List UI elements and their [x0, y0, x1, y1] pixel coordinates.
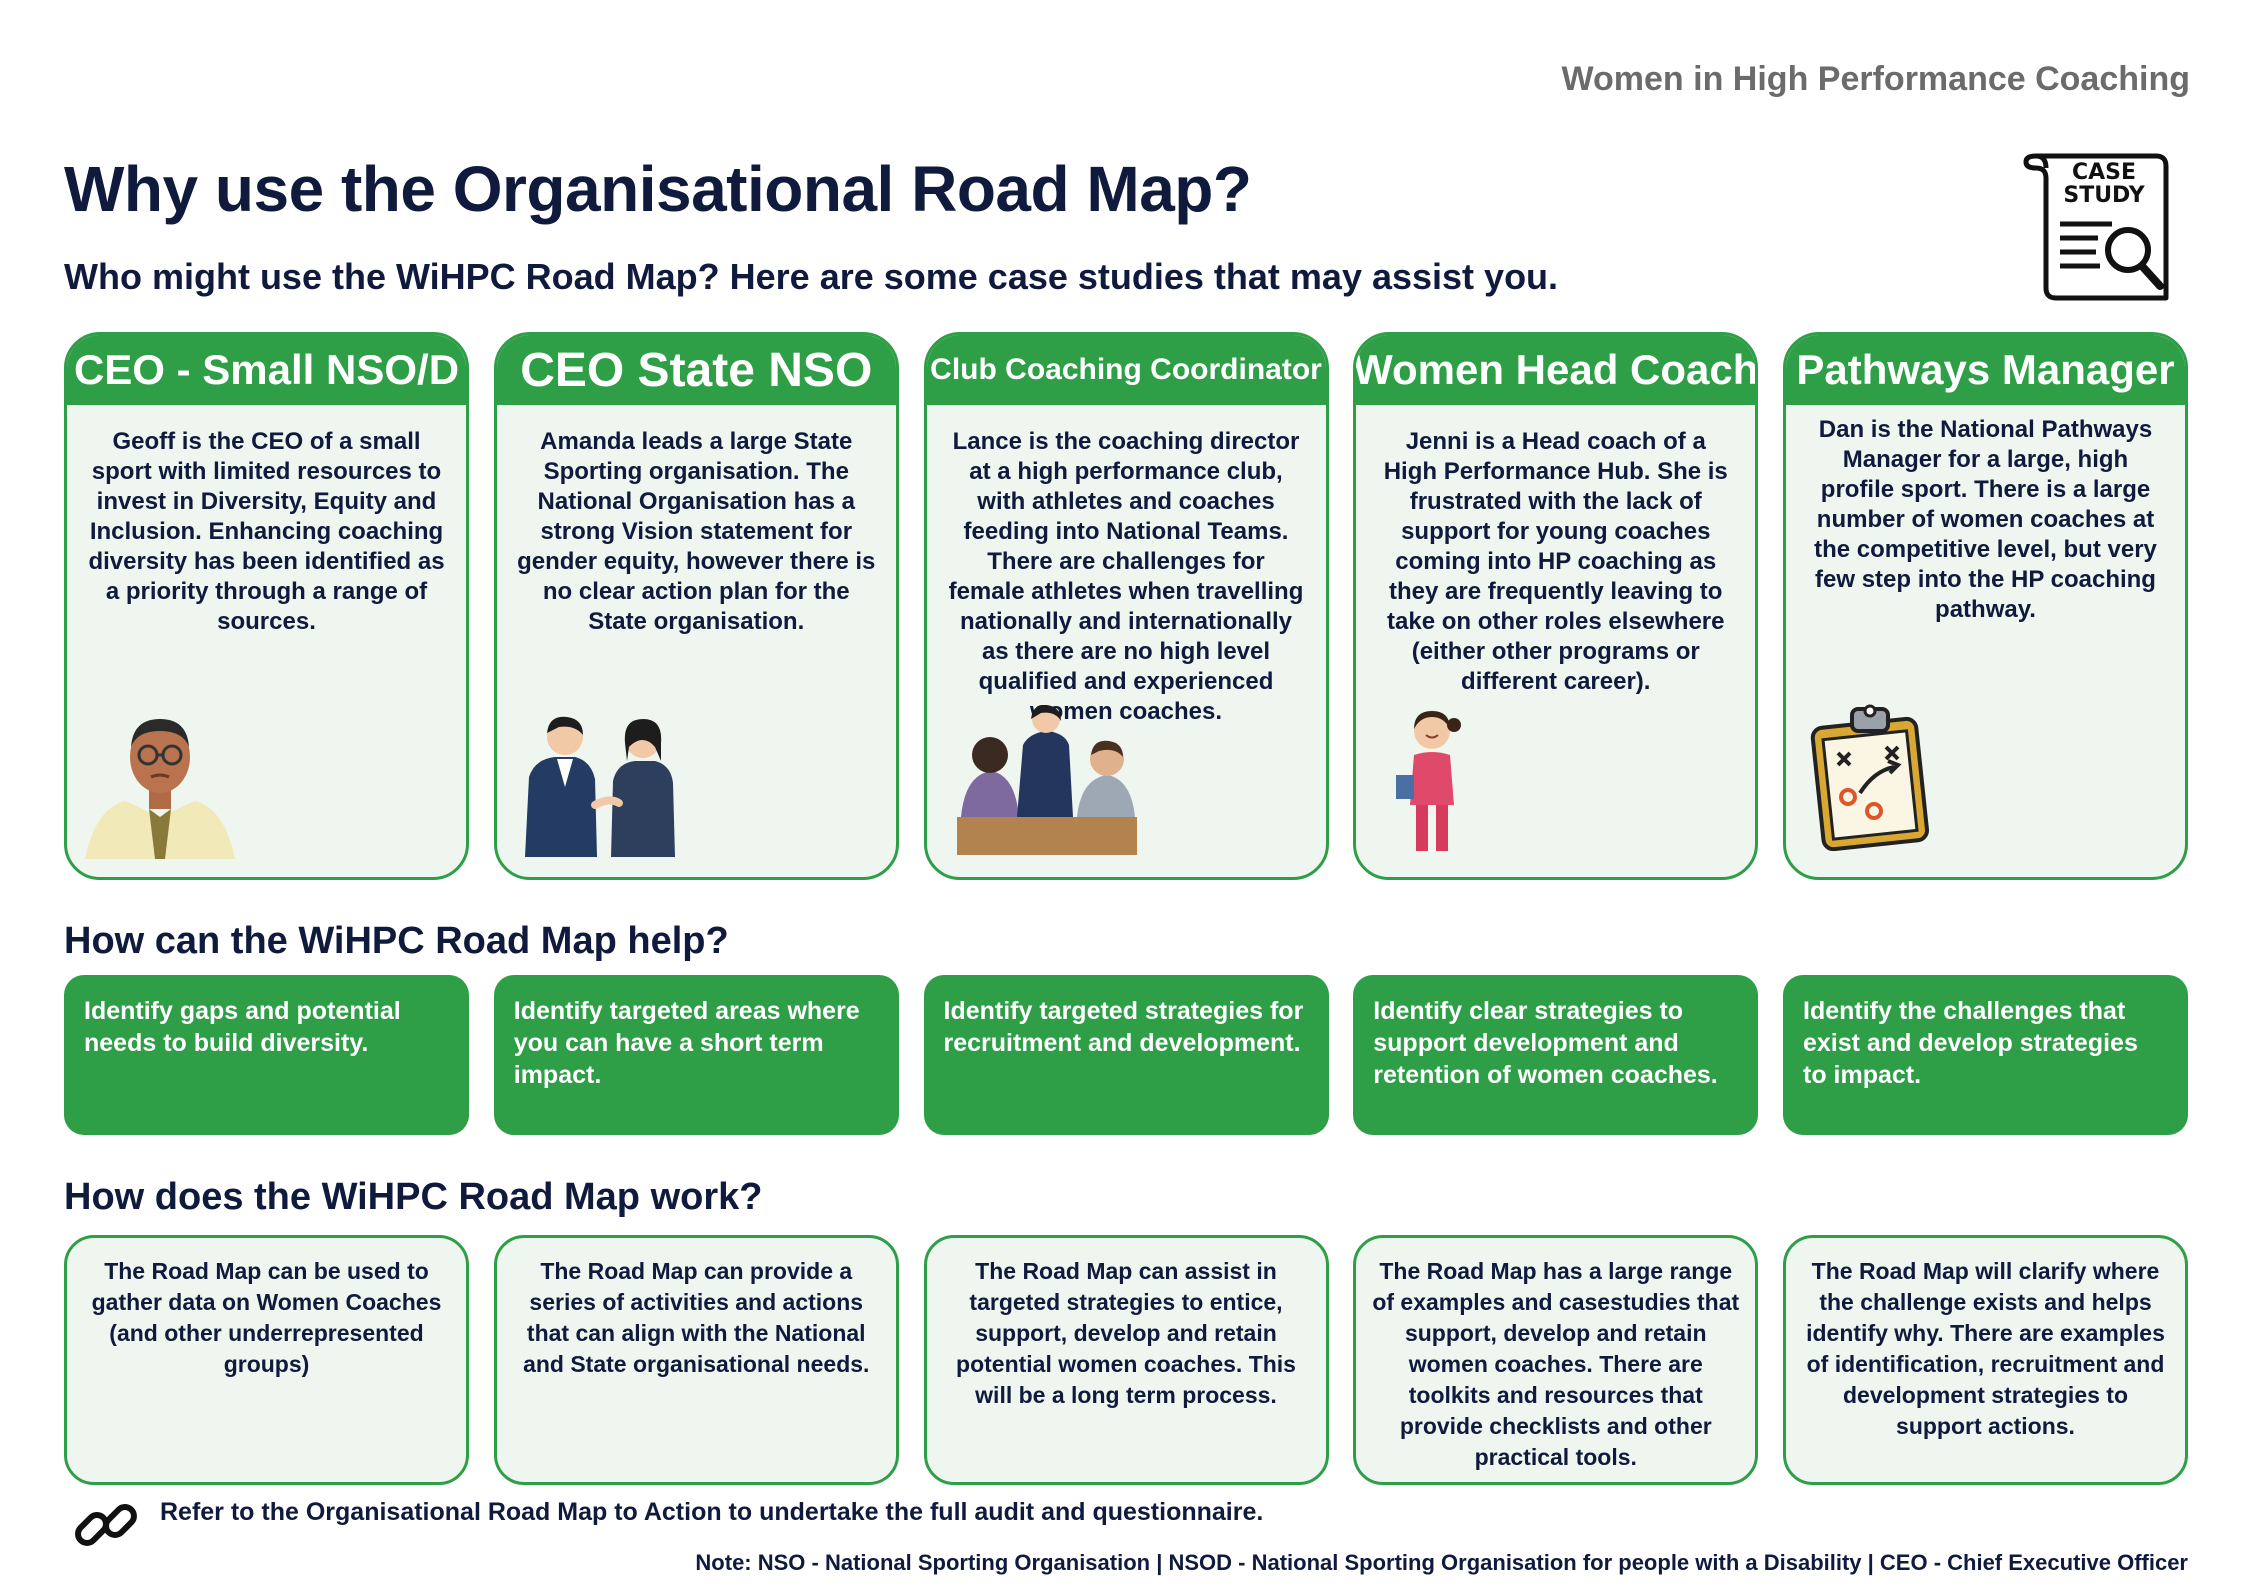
business-people-illustration	[524, 716, 675, 857]
help-section-heading: How can the WiHPC Road Map help?	[64, 920, 729, 962]
brand-title: Women in High Performance Coaching	[1561, 60, 2190, 98]
help-boxes: Identify gaps and potential needs to bui…	[64, 975, 2188, 1135]
footnote: Note: NSO - National Sporting Organisati…	[695, 1550, 2188, 1575]
svg-text:STUDY: STUDY	[2063, 183, 2145, 208]
help-box: Identify the challenges that exist and d…	[1783, 975, 2188, 1135]
case-card-heading: Club Coaching Coordinator	[926, 335, 1326, 405]
case-card-pathways-manager: Pathways Manager Dan is the National Pat…	[1783, 332, 2188, 880]
svg-text:CASE: CASE	[2072, 160, 2136, 185]
help-box: Identify targeted strategies for recruit…	[923, 975, 1329, 1135]
case-card-women-head-coach: Women Head Coach Jenni is a Head coach o…	[1353, 332, 1759, 880]
case-study-icon: CASE STUDY	[2023, 153, 2169, 301]
help-box: Identify gaps and potential needs to bui…	[64, 975, 469, 1135]
case-card-heading: CEO - Small NSO/D	[67, 335, 466, 405]
meeting-illustration	[956, 705, 1137, 855]
work-box: The Road Map has a large range of exampl…	[1353, 1235, 1759, 1485]
case-card-heading: Pathways Manager	[1786, 335, 2185, 405]
help-box: Identify targeted areas where you can ha…	[493, 975, 899, 1135]
case-card-ceo-small-nso: CEO - Small NSO/D Geoff is the CEO of a …	[64, 332, 469, 880]
case-card-ceo-state-nso: CEO State NSO Amanda leads a large State…	[493, 332, 899, 880]
refer-text: Refer to the Organisational Road Map to …	[160, 1498, 1264, 1526]
work-box: The Road Map can assist in targeted stra…	[923, 1235, 1329, 1485]
tactics-clipboard-icon	[1810, 704, 1929, 851]
case-study-cards: CEO - Small NSO/D Geoff is the CEO of a …	[64, 332, 2188, 880]
case-card-heading: Women Head Coach	[1356, 335, 1756, 405]
case-card-body: Jenni is a Head coach of a High Performa…	[1383, 428, 1728, 695]
help-box: Identify clear strategies to support dev…	[1353, 975, 1759, 1135]
page-subtitle: Who might use the WiHPC Road Map? Here a…	[64, 256, 1559, 297]
case-card-body: Lance is the coaching director at a high…	[948, 428, 1304, 725]
businessman-illustration	[85, 719, 235, 859]
work-boxes: The Road Map can be used to gather data …	[64, 1235, 2188, 1485]
work-box: The Road Map can be used to gather data …	[64, 1235, 469, 1485]
case-card-body: Dan is the National Pathways Manager for…	[1814, 416, 2157, 623]
work-box: The Road Map will clarify where the chal…	[1783, 1235, 2188, 1485]
link-icon[interactable]	[70, 1490, 142, 1562]
work-section-heading: How does the WiHPC Road Map work?	[64, 1176, 763, 1218]
case-card-body: Amanda leads a large State Sporting orga…	[517, 428, 876, 635]
case-card-club-coaching: Club Coaching Coordinator Lance is the c…	[923, 332, 1329, 880]
coach-woman-illustration	[1396, 711, 1462, 851]
case-card-heading: CEO State NSO	[496, 335, 896, 405]
page-title: Why use the Organisational Road Map?	[64, 153, 1252, 225]
case-card-body: Geoff is the CEO of a small sport with l…	[88, 428, 445, 635]
work-box: The Road Map can provide a series of act…	[493, 1235, 899, 1485]
